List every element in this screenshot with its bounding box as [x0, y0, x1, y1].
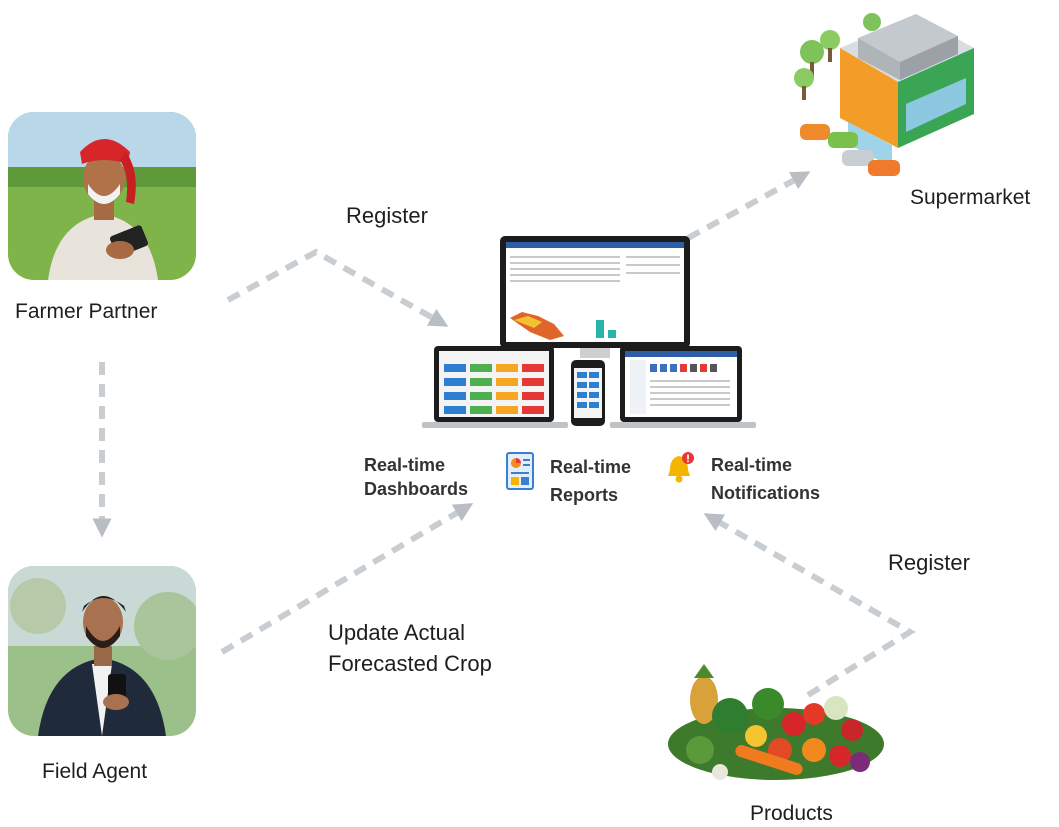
farmer-label: Farmer Partner [15, 300, 158, 323]
platform-devices [418, 236, 760, 436]
reports-feature-line1: Real-time [550, 457, 632, 477]
report-icon [506, 452, 534, 490]
field-agent-photo [8, 566, 196, 736]
notifications-feature-line1: Real-time [711, 455, 793, 475]
supermarket-label: Supermarket [910, 186, 1031, 209]
register-label-right: Register [888, 550, 970, 575]
update-crop-label-line1: Update Actual [328, 620, 465, 645]
register-label-top: Register [346, 203, 428, 228]
platform-to-supermarket-arrow [686, 171, 811, 241]
notifications-feature-line2: Notifications [711, 483, 821, 503]
update-crop-label-line2: Forecasted Crop [328, 651, 492, 676]
supermarket-illustration [788, 8, 976, 186]
farmer-to-platform-arrow [226, 248, 449, 327]
products-illustration [664, 664, 886, 786]
products-label: Products [750, 802, 833, 825]
dashboards-feature-line1: Real-time [364, 455, 446, 475]
field-agent-label: Field Agent [42, 760, 148, 783]
dashboards-feature-line2: Dashboards [364, 479, 469, 499]
agent-to-platform-arrow [220, 503, 474, 655]
farmer-photo [8, 112, 196, 280]
products-to-platform-arrow [703, 513, 916, 698]
reports-feature-line2: Reports [550, 485, 619, 505]
bell-icon [666, 450, 696, 484]
